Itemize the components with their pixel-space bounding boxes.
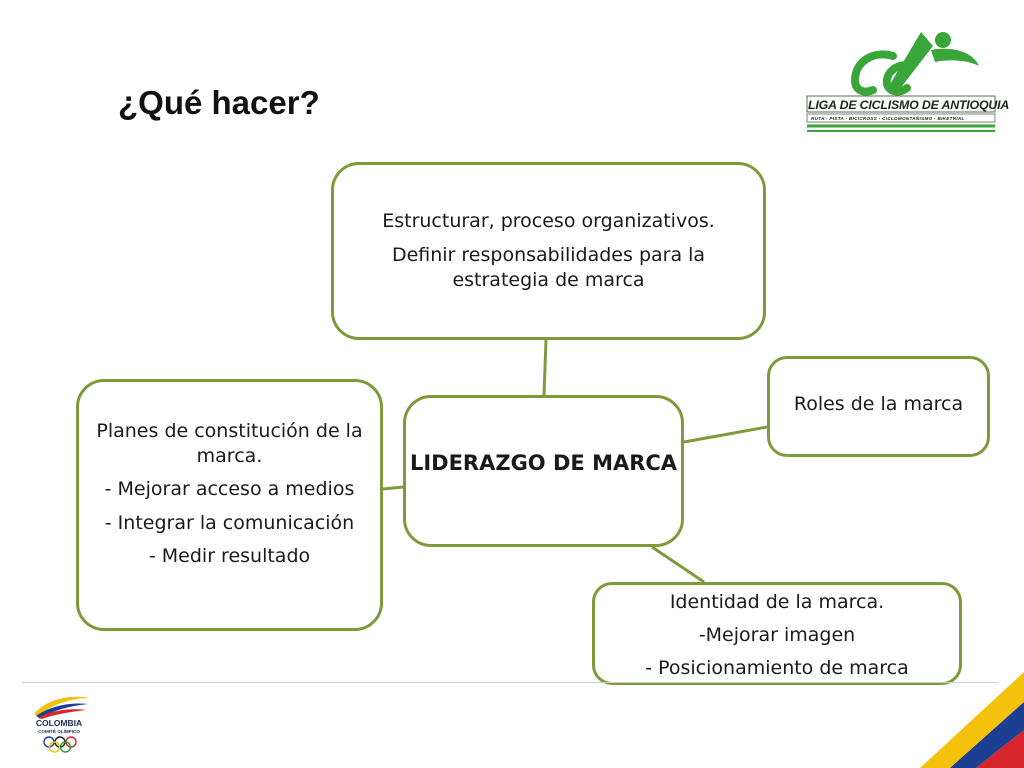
connector-bottom (651, 545, 705, 584)
node-bottom-line-3: - Posicionamiento de marca (645, 657, 909, 680)
node-liderazgo-de-marca: LIDERAZGO DE MARCA (403, 395, 684, 547)
node-left-line-4: - Medir resultado (148, 544, 311, 567)
connector-right (683, 425, 768, 444)
liga-ciclismo-logo: LIGA DE CICLISMO DE ANTIOQUIA RUTA - PIS… (803, 26, 1009, 136)
node-top-line-2: Definir responsabilidades para la estrat… (391, 243, 706, 292)
liga-logo-subtitle: RUTA - PISTA - BICICROSS - CICLOMONTAÑIS… (811, 116, 965, 121)
colombia-olympic-logo: COLOMBIA COMITÉ OLÍMPICO (28, 692, 96, 758)
slide-title: ¿Qué hacer? (118, 84, 320, 121)
footer-divider (22, 682, 998, 683)
node-bottom-line-1: Identidad de la marca. (669, 591, 885, 613)
node-right-line-1: Roles de la marca (793, 392, 964, 415)
node-planes-constitucion: Planes de constitución de la marca. - Me… (76, 379, 383, 631)
connector-left (382, 485, 404, 491)
node-top-line-1: Estructurar, proceso organizativos. (382, 209, 715, 232)
node-left-line-2: - Mejorar acceso a medios (104, 478, 355, 501)
node-center-label: LIDERAZGO DE MARCA (409, 451, 678, 476)
node-bottom-line-2: -Mejorar imagen (698, 624, 856, 647)
node-roles-de-la-marca: Roles de la marca (767, 356, 990, 457)
node-left-line-1: Planes de constitución de la marca. (96, 420, 363, 468)
node-estructurar: Estructurar, proceso organizativos. Defi… (331, 162, 766, 340)
node-left-line-3: - Integrar la comunicación (104, 511, 355, 534)
corner-flag-stripes (920, 672, 1024, 768)
node-identidad-de-la-marca: Identidad de la marca. -Mejorar imagen -… (592, 582, 962, 685)
colombia-logo-subtitle: COMITÉ OLÍMPICO (38, 729, 80, 734)
liga-logo-name: LIGA DE CICLISMO DE ANTIOQUIA (808, 98, 1010, 112)
colombia-flag-swoosh-icon (34, 696, 90, 719)
cyclist-emblem-icon (806, 32, 996, 132)
colombia-logo-name: COLOMBIA (35, 718, 83, 728)
olympic-rings-icon (43, 736, 77, 753)
connector-top (542, 339, 548, 396)
